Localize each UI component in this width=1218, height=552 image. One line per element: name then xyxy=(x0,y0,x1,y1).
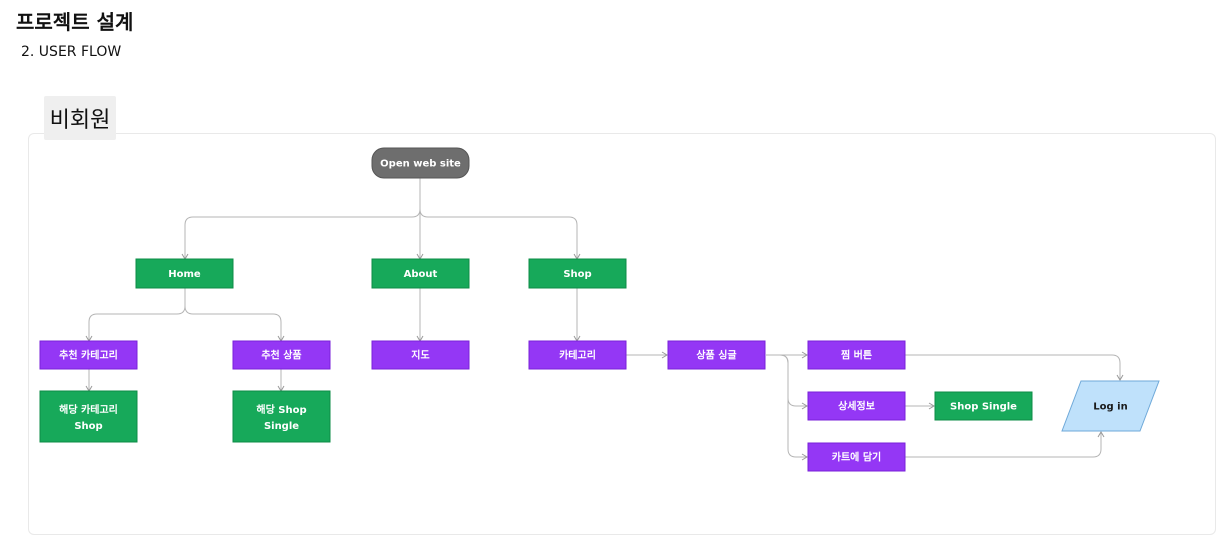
node-shop-single-label: Shop Single xyxy=(950,402,1017,413)
node-category: 카테고리 xyxy=(528,340,627,370)
node-shop: Shop xyxy=(528,258,627,289)
node-home: Home xyxy=(135,258,234,289)
node-recommend-product-label: 추천 상품 xyxy=(261,349,301,362)
connector-wishlist-login xyxy=(905,354,1124,381)
node-category-shop-line1: 해당 카테고리 xyxy=(59,403,118,416)
node-start-label: Open web site xyxy=(380,159,461,170)
node-about-label: About xyxy=(404,269,438,280)
flow-canvas xyxy=(28,133,1216,535)
node-detail-info-label: 상세정보 xyxy=(838,400,875,413)
node-map: 지도 xyxy=(371,340,470,370)
page-title: 프로젝트 설계 xyxy=(16,10,134,34)
node-shop-single: Shop Single xyxy=(934,391,1033,421)
node-add-to-cart: 카트에 담기 xyxy=(807,442,906,472)
connectors xyxy=(85,178,1124,461)
connector-start-home xyxy=(181,178,421,260)
node-shop-label: Shop xyxy=(563,269,591,280)
node-product-single-label: 상품 싱글 xyxy=(696,349,736,362)
node-product-shop-single-line2: Single xyxy=(264,421,299,432)
node-map-label: 지도 xyxy=(411,349,429,362)
node-product-shop-single: 해당 Shop Single xyxy=(232,390,331,443)
node-about: About xyxy=(371,258,470,289)
page-subtitle: 2. USER FLOW xyxy=(21,44,122,60)
connector-product-detail xyxy=(766,354,808,410)
node-category-shop: 해당 카테고리 Shop xyxy=(39,390,138,443)
node-product-single: 상품 싱글 xyxy=(667,340,766,370)
node-wishlist-button: 찜 버튼 xyxy=(807,340,906,370)
node-recommend-product: 추천 상품 xyxy=(232,340,331,370)
node-category-label: 카테고리 xyxy=(559,349,596,362)
node-add-to-cart-label: 카트에 담기 xyxy=(832,451,881,464)
node-start: Open web site xyxy=(371,147,470,179)
node-category-shop-line2: Shop xyxy=(74,421,102,432)
connector-cart-login xyxy=(905,431,1105,458)
section-tag-guest: 비회원 xyxy=(44,96,116,140)
connector-home-recommend-product xyxy=(184,288,285,342)
node-recommend-category-label: 추천 카테고리 xyxy=(59,349,118,362)
node-recommend-category: 추천 카테고리 xyxy=(39,340,138,370)
connector-home-recommend-category xyxy=(85,288,186,342)
connector-product-cart xyxy=(766,354,808,461)
node-login: Log in xyxy=(1061,380,1160,432)
node-product-shop-single-line1: 해당 Shop xyxy=(256,403,306,416)
connector-start-shop xyxy=(419,178,581,260)
node-detail-info: 상세정보 xyxy=(807,391,906,421)
node-wishlist-button-label: 찜 버튼 xyxy=(841,349,872,362)
node-login-label: Log in xyxy=(1093,402,1127,413)
node-home-label: Home xyxy=(168,269,201,280)
